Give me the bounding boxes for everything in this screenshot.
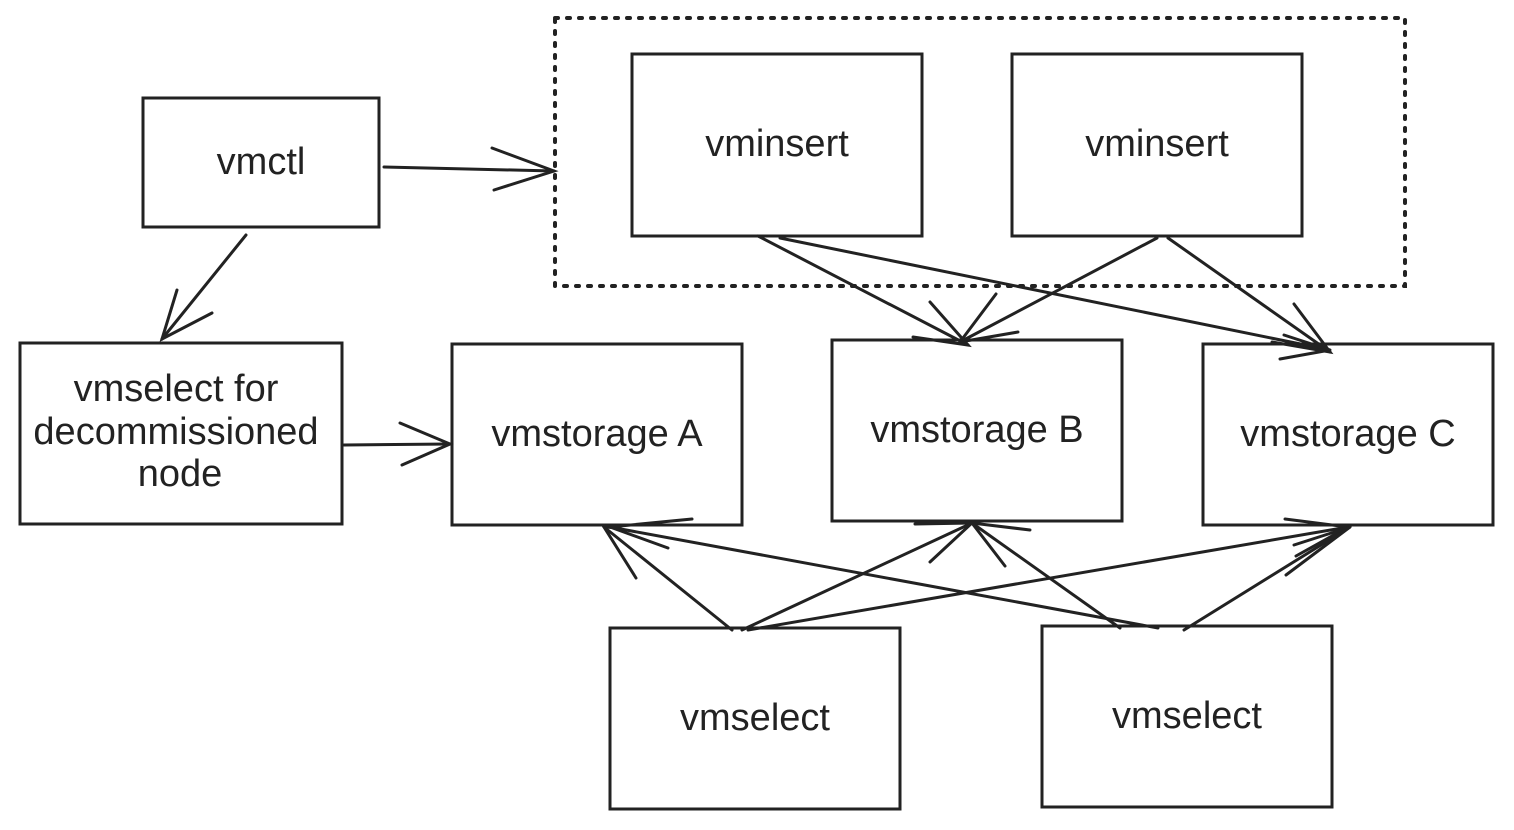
edge-vmselect-2-to-vmstorage-a bbox=[608, 517, 1160, 630]
node-vmstorage-a: vmstorage A bbox=[450, 342, 744, 527]
edge-vmselect-2-to-vmstorage-c bbox=[1182, 525, 1352, 632]
node-vmselect-1: vmselect bbox=[608, 626, 902, 811]
edge-vmselect-1-to-vmstorage-a bbox=[601, 525, 734, 632]
node-vmctl-label: vmctl bbox=[217, 141, 306, 183]
edge-vmctl-to-vmselect-decom bbox=[159, 233, 248, 342]
node-vmstorage-c-label: vmstorage C bbox=[1240, 413, 1455, 455]
node-vminsert-2: vminsert bbox=[1010, 52, 1304, 238]
edge-vminsert-2-to-vmstorage-b bbox=[956, 236, 1159, 345]
edge-vmctl-to-vminsert-group bbox=[382, 146, 559, 192]
edge-vmselect-2-to-vmstorage-b bbox=[968, 521, 1122, 630]
edge-vmselect-1-to-vmstorage-c bbox=[746, 517, 1353, 632]
node-vmstorage-c: vmstorage C bbox=[1201, 342, 1495, 527]
node-vmselect-2: vmselect bbox=[1040, 624, 1334, 809]
node-vmselect-decom-line-1: vmselect for bbox=[74, 368, 279, 410]
node-vmctl: vmctl bbox=[141, 96, 381, 229]
node-vmselect-decom-line-2: decommissioned bbox=[33, 411, 318, 453]
node-vmselect-decommissioned: vmselect for decommissioned node bbox=[18, 341, 344, 526]
node-vminsert-1-label: vminsert bbox=[705, 123, 849, 165]
node-vmselect-2-label: vmselect bbox=[1112, 695, 1262, 737]
node-vmselect-1-label: vmselect bbox=[680, 697, 830, 739]
node-vmstorage-b-label: vmstorage B bbox=[870, 409, 1083, 451]
edge-vminsert-2-to-vmstorage-c bbox=[1166, 236, 1334, 355]
edge-vmselect-1-to-vmstorage-b bbox=[740, 521, 976, 632]
edge-vmselect-decom-to-vmstorage-a bbox=[342, 421, 454, 467]
node-vmstorage-a-label: vmstorage A bbox=[491, 413, 703, 455]
vminsert-group-border bbox=[553, 16, 1407, 288]
node-vminsert-2-label: vminsert bbox=[1085, 123, 1229, 165]
node-vmstorage-b: vmstorage B bbox=[830, 338, 1124, 523]
node-vmselect-decom-line-3: node bbox=[138, 453, 223, 495]
node-vminsert-1: vminsert bbox=[630, 52, 924, 238]
edge-vminsert-1-to-vmstorage-b bbox=[756, 234, 972, 348]
